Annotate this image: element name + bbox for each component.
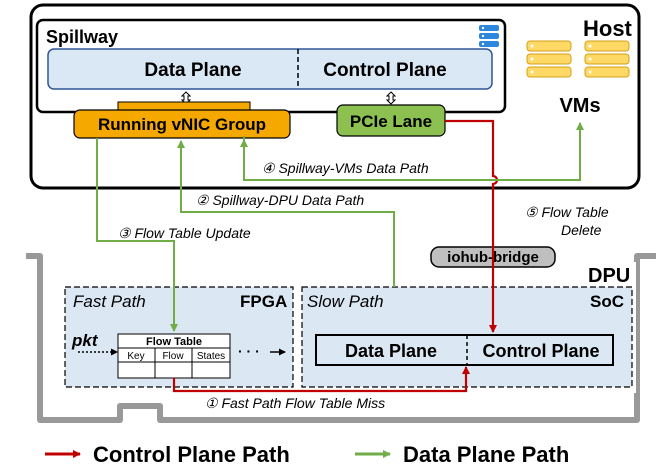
vms-label: VMs	[559, 95, 600, 117]
path-2-line	[177, 140, 395, 287]
vm-server-icon	[526, 40, 630, 78]
dpu-card-outline	[26, 253, 656, 423]
flow-table-title: Flow Table	[146, 336, 202, 348]
flow-table-col-key: Key	[127, 351, 144, 362]
host-label: Host	[583, 16, 633, 41]
spillway-label: Spillway	[46, 27, 118, 47]
soc-plane-box	[315, 334, 614, 366]
host-data-plane-label: Data Plane	[144, 60, 241, 81]
vnic-top-bar	[117, 101, 251, 111]
pcie-double-arrow	[385, 91, 397, 105]
fpga-label: FPGA	[240, 292, 287, 311]
fast-path-label: Fast Path	[73, 292, 146, 311]
running-vnic-group-box	[73, 109, 291, 139]
server-icon	[479, 25, 499, 47]
path-4-label: ④ Spillway-VMs Data Path	[262, 160, 429, 176]
flow-table-col-states: States	[197, 351, 225, 362]
host-plane-box	[47, 48, 493, 90]
soc-label: SoC	[590, 292, 624, 311]
path-5-label-line1: ⑤ Flow Table	[525, 204, 609, 220]
path-5-label-line2: Delete	[561, 222, 602, 238]
path-3-label: ③ Flow Table Update	[118, 225, 251, 241]
soc-data-plane-label: Data Plane	[345, 341, 437, 361]
flow-table: Flow Table Key Flow States	[117, 333, 231, 379]
pcie-lane-label: PCIe Lane	[350, 112, 432, 131]
path-1-line	[172, 366, 470, 393]
pkt-label: pkt	[71, 331, 99, 350]
path-3-line	[96, 138, 178, 332]
legend-data-label: Data Plane Path	[403, 442, 569, 467]
path-1-label: ① Fast Path Flow Table Miss	[205, 395, 385, 411]
legend-control-label: Control Plane Path	[93, 442, 290, 467]
running-vnic-group-label: Running vNIC Group	[98, 115, 266, 134]
ellipsis-label: · · ·	[238, 343, 260, 359]
path-2-label: ② Spillway-DPU Data Path	[196, 192, 364, 208]
host-control-plane-label: Control Plane	[323, 60, 447, 81]
soc-control-plane-label: Control Plane	[482, 341, 599, 361]
flow-table-col-flow: Flow	[162, 351, 184, 362]
dpu-label: DPU	[588, 265, 630, 287]
slow-path-label: Slow Path	[307, 292, 384, 311]
